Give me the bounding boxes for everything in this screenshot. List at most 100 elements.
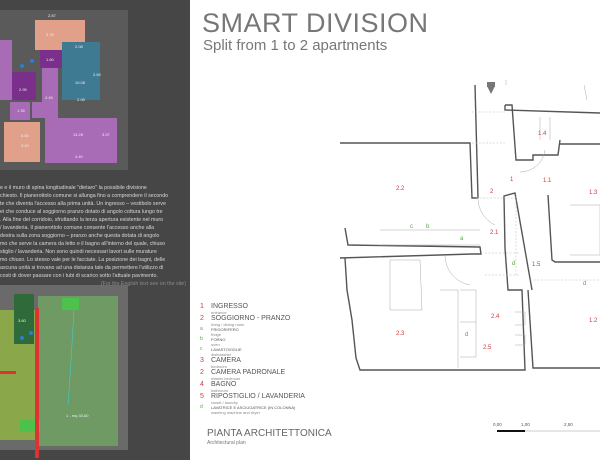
room-label: 2.5 [483, 345, 492, 351]
legend-label-en: master bedroom [211, 376, 241, 381]
legend-label-en: fridge [211, 332, 222, 337]
text-line: chiesto. Il pianerottolo comune si allun… [0, 193, 169, 199]
dim-label: 2.08 [75, 44, 84, 49]
room-label: 2.2 [396, 186, 405, 192]
room-label: 1.3 [589, 190, 598, 196]
room-label: 2.1 [490, 230, 499, 236]
appliance-label: d [583, 281, 586, 287]
scale-bar: 0,00 1,00 2,50 [493, 422, 600, 432]
text-line: / lavanderia. Il pianerottolo comune con… [0, 225, 155, 231]
legend-label-it: RIPOSTIGLIO / LAVANDERIA [211, 393, 305, 400]
room-label: 1.2 [589, 318, 598, 324]
room-label: 2.4 [491, 314, 500, 320]
unit-area-label: 1 - mq 33,60 [66, 413, 89, 418]
plan-title: PIANTA ARCHITETTONICA [207, 428, 332, 439]
text-line: . Alla fine del corridoio, sfruttando la… [0, 217, 164, 223]
legend-label-en: bathroom [211, 388, 228, 393]
legend-number: a [200, 326, 203, 332]
appliance-label: a [460, 236, 464, 242]
dim-label: 2.08 [77, 97, 86, 102]
room-label: 1 [510, 177, 514, 183]
dim-label: 2.87 [48, 13, 57, 18]
legend-label-en: entrance [211, 310, 227, 315]
text-line: te che diventa l'accesso alla prima unit… [0, 201, 166, 207]
area-label: 5.60 [21, 133, 30, 138]
legend-item: d LAVATRICE E ASCIUGATRICE (IN COLONNA)w… [200, 404, 340, 416]
scale-tick: 0,00 [493, 422, 502, 427]
room-label: 2.3 [396, 331, 405, 337]
page-title: SMART DIVISION [202, 8, 429, 38]
legend-number: 4 [200, 381, 204, 388]
appliance-label: d [465, 332, 468, 338]
text-line: mo che serve la camera da letto e il bag… [0, 241, 166, 247]
legend-label-en: oven [211, 342, 220, 347]
text-line: mo chiuso. Lo stesso vale per le facciat… [0, 257, 166, 263]
legend-label-en: washing machine and dryer [211, 410, 260, 415]
dim-label: 3.57 [102, 132, 111, 137]
legend-label-it: FORNO [211, 337, 226, 342]
appliance-label: b [426, 224, 430, 230]
legend-label-en: closet / laundry [211, 400, 238, 405]
appliance-label: c [410, 224, 413, 230]
legend-number: c [200, 346, 203, 352]
room-label: 1.5 [532, 262, 541, 268]
text-line: destra sulla zona soggiorno – pranzo anc… [0, 233, 160, 239]
legend-label: LAVATRICE E ASCIUGATRICE (IN COLONNA)was… [211, 405, 295, 415]
legend-label-it: CAMERA PADRONALE [211, 369, 286, 376]
legend-label-en: bedroom [211, 364, 227, 369]
legend-label-en: living / dining room [211, 322, 245, 327]
area-label: 2.95 [19, 87, 28, 92]
legend-label-it: CAMERA [211, 357, 241, 364]
legend-label-it: SOGGIORNO - PRANZO [211, 315, 291, 322]
legend-number: 5 [200, 393, 204, 400]
proposed-plan: 3.60 1 - mq 33,60 [0, 285, 128, 458]
legend-number: 2 [200, 369, 204, 376]
scale-tick: 2,50 [564, 422, 573, 427]
area-label: 1.35 [17, 108, 26, 113]
room-label: 1.1 [543, 178, 552, 184]
plan-subtitle: Architectural plan [207, 440, 246, 446]
floor-plan: 1.4 1 1.1 2 1.3 2.2 2.1 1.5 2.4 2.3 2.5 … [339, 80, 600, 371]
dim-label: 4.40 [75, 154, 84, 159]
text-line: e e il muro di spina longitudinale "diet… [0, 185, 147, 191]
existing-plan: 2.87 3.78 1.60 2.08 10.08 2.69 2.95 3.45… [0, 10, 128, 170]
area-label: 3.78 [46, 32, 55, 37]
legend-label-en: dishwasher [211, 352, 232, 357]
area-label: 1.60 [46, 57, 55, 62]
legend-number: d [200, 404, 203, 410]
legend-number: 3 [200, 357, 204, 364]
legend-label-it: BAGNO [211, 381, 237, 388]
page-subtitle: Split from 1 to 2 apartments [203, 37, 388, 54]
legend-number: 1 [200, 303, 204, 310]
legend-number: 2 [200, 315, 204, 322]
text-line: ei che conduce al soggiorno pranzo dotat… [0, 209, 163, 215]
dim-label: 2.69 [93, 72, 102, 77]
area-label: 10.08 [75, 80, 86, 85]
text-line: stiglio / lavanderia. Non sono quindi ne… [0, 249, 157, 255]
description-text: e e il muro di spina longitudinale "diet… [0, 184, 186, 288]
area-label: 3.45 [45, 95, 54, 100]
area-label: 3.60 [18, 318, 27, 323]
entrance-arrow-icon [487, 86, 495, 94]
legend-number: b [200, 336, 203, 342]
text-line: costi di dover passare con i tubi di sca… [0, 273, 158, 279]
text-line: ascuna unità si trovano ad una distanza … [0, 265, 164, 271]
